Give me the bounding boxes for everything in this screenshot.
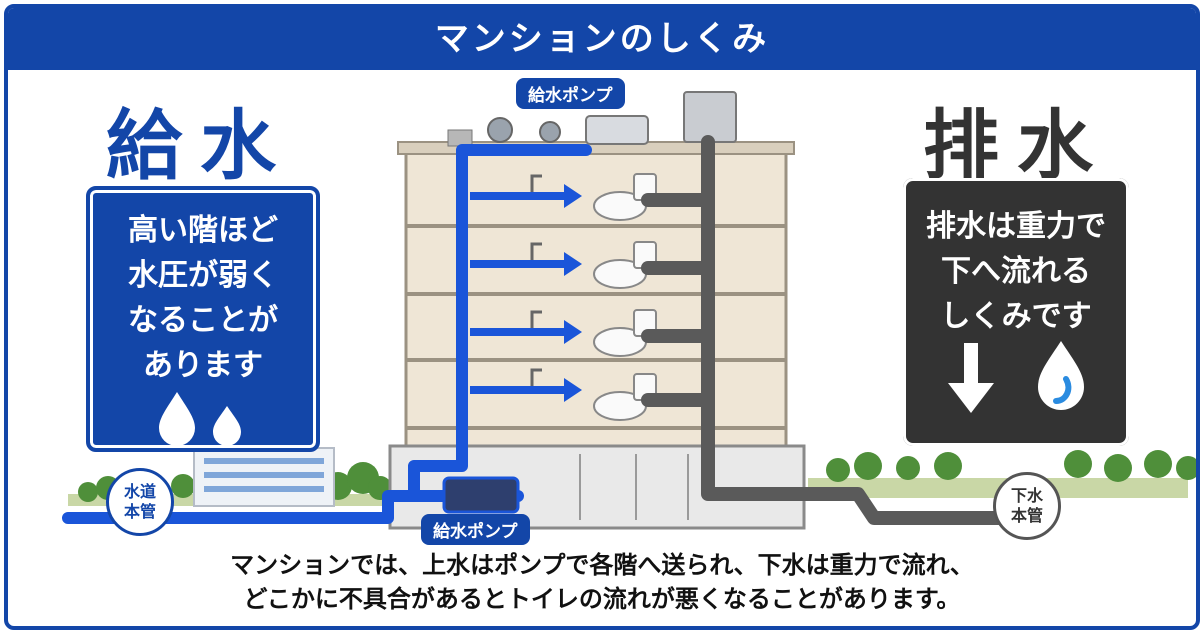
- sewer-main-line: 本管: [1010, 506, 1043, 525]
- infographic-frame: マンションのしくみ 給水 排水 高い階ほど 水圧が弱く なることが あります 排…: [4, 4, 1200, 630]
- drain-heading: 排水: [923, 101, 1111, 190]
- floor-arrows: [470, 184, 582, 402]
- drain-pipes: [641, 135, 1005, 525]
- toilet-icon: [593, 173, 657, 421]
- water-main-line: 水道: [123, 482, 156, 501]
- supply-line: なることが: [128, 303, 278, 338]
- drain-line: しくみです: [940, 299, 1092, 334]
- caption-line: どこかに不具合があるとトイレの流れが悪くなることがあります。: [243, 585, 961, 613]
- caption-line: マンションでは、上水はポンプで各階へ送られ、下水は重力で流れ、: [230, 551, 974, 579]
- supply-heading: 給水: [106, 101, 294, 190]
- faucet-icon: [530, 174, 542, 386]
- water-main-badge: 水道 本管: [106, 468, 174, 536]
- water-main-line: 本管: [123, 502, 156, 521]
- ground-pump: [442, 476, 520, 514]
- supply-line: あります: [143, 348, 263, 383]
- pump-label-bottom: 給水ポンプ: [421, 514, 530, 545]
- drain-line: 下へ流れる: [941, 254, 1091, 289]
- down-arrow-icon: [948, 341, 1084, 413]
- bushes-right: [826, 450, 1196, 482]
- sewer-main-badge: 下水 本管: [993, 472, 1061, 540]
- sewer-main-line: 下水: [1010, 486, 1043, 505]
- roof-equipment: [447, 91, 737, 147]
- pump-label-top: 給水ポンプ: [516, 78, 625, 109]
- caption: マンションでは、上水はポンプで各階へ送られ、下水は重力で流れ、 どこかに不具合が…: [8, 548, 1196, 616]
- supply-panel: 高い階ほど 水圧が弱く なることが あります: [86, 186, 320, 452]
- supply-line: 高い階ほど: [128, 213, 278, 248]
- water-drop-icon: [159, 392, 241, 446]
- drain-line: 排水は重力で: [926, 209, 1106, 244]
- drain-panel: 排水は重力で 下へ流れる しくみです: [903, 178, 1129, 446]
- building-scene: [62, 91, 1196, 530]
- water-drop-icon: [1038, 341, 1084, 410]
- page-title: マンションのしくみ: [8, 8, 1196, 70]
- supply-line: 水圧が弱く: [128, 258, 278, 293]
